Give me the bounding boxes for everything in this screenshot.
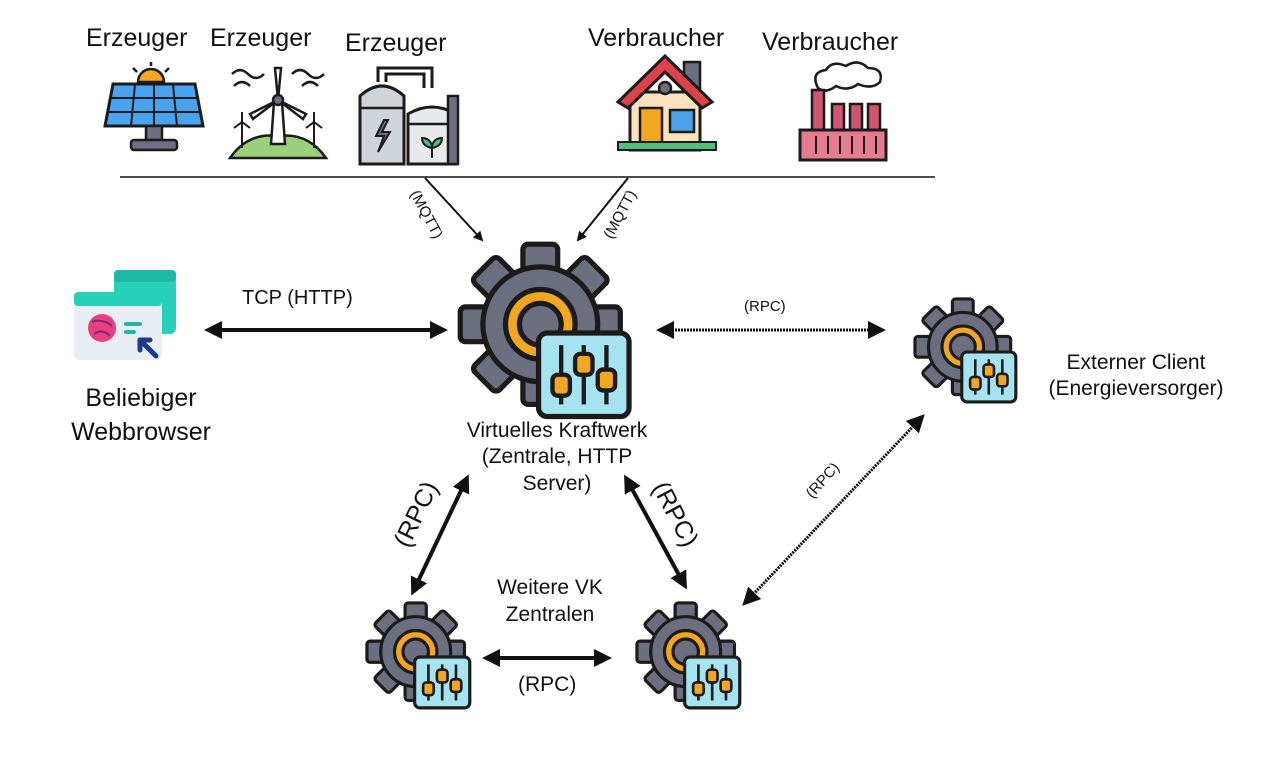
- external-label-line2: (Energieversorger): [1048, 377, 1224, 401]
- central-label-line1: Virtuelles Kraftwerk: [466, 419, 648, 442]
- producer-wind-label: Erzeuger: [210, 24, 312, 52]
- power-plant-icon: [358, 66, 460, 166]
- rpc-external-label: (RPC): [744, 298, 786, 315]
- bottom-right-gear-control-icon: [635, 601, 742, 710]
- rpc-arrow-left-diagonal: [410, 474, 470, 596]
- bottom-left-gear-control-icon: [365, 601, 472, 710]
- solar-panel-icon: [103, 62, 205, 152]
- mqtt-arrow-left: [424, 177, 484, 242]
- central-label-line3: Server): [522, 471, 592, 495]
- browser-label-line2: Webbrowser: [71, 417, 211, 446]
- further-label-line1: Weitere VK: [497, 576, 603, 599]
- consumer-house-label: Verbraucher: [588, 24, 725, 52]
- browser-window-icon: [74, 270, 176, 360]
- house-icon: [615, 53, 717, 152]
- further-centrals-label: Weitere VK Zentralen: [470, 574, 630, 629]
- further-label-line2: Zentralen: [505, 603, 595, 627]
- consumer-factory-label: Verbraucher: [762, 28, 899, 56]
- rpc-bottom-label: (RPC): [518, 673, 577, 696]
- producer-solar-label: Erzeuger: [86, 24, 188, 52]
- browser-label: Beliebiger Webbrowser: [0, 382, 282, 450]
- factory-icon: [798, 61, 888, 162]
- wind-turbine-icon: [227, 66, 329, 160]
- producer-plant-label: Erzeuger: [345, 29, 447, 57]
- external-client-label: Externer Client (Energieversorger): [1016, 350, 1256, 403]
- external-label-line1: Externer Client: [1066, 351, 1206, 374]
- rpc-arrow-right-diagonal: [624, 474, 687, 590]
- central-label-line2: (Zentrale, HTTP: [481, 445, 633, 469]
- tcp-http-label: TCP (HTTP): [242, 287, 353, 309]
- browser-label-line1: Beliebiger: [85, 384, 197, 412]
- central-label: Virtuelles Kraftwerk (Zentrale, HTTP Ser…: [422, 418, 692, 497]
- mqtt-arrow-right: [576, 177, 629, 242]
- external-gear-control-icon: [913, 297, 1018, 404]
- central-gear-control-icon: [460, 244, 629, 416]
- rpc-arrow-external-diagonal: [742, 414, 925, 606]
